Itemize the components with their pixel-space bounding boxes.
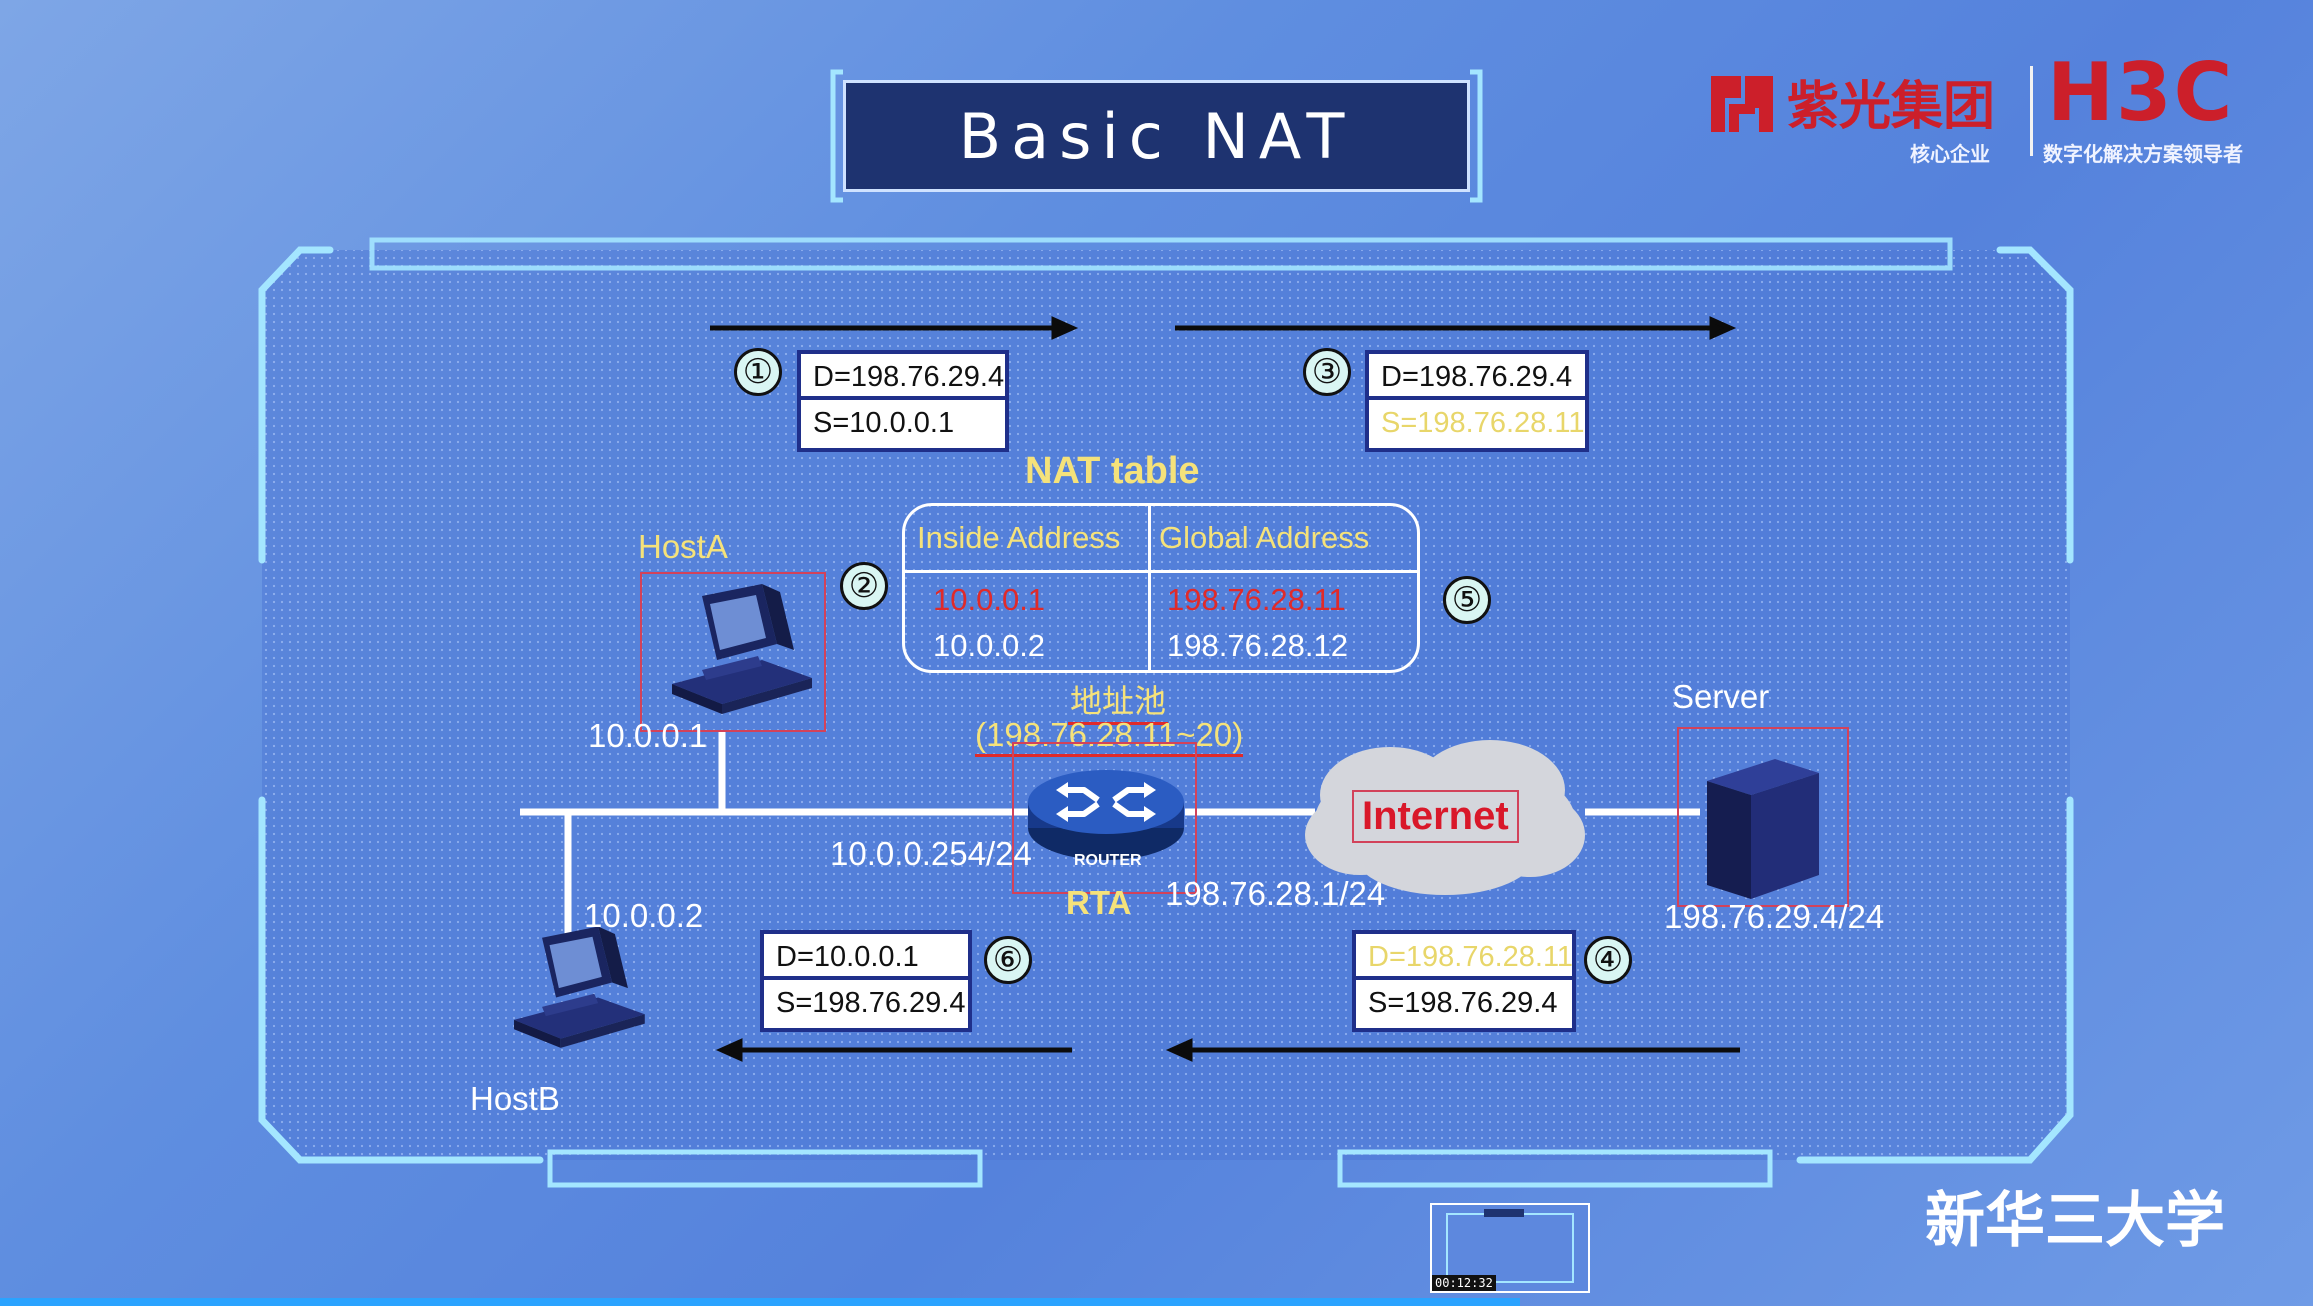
video-thumbnail[interactable]: 00:12:32 <box>1430 1203 1590 1293</box>
nat-table-header-divider <box>905 570 1417 573</box>
brand-sub-right: 数字化解决方案领导者 <box>2043 142 2243 166</box>
unis-logo-icon <box>1711 76 1773 132</box>
packet-step-3: D=198.76.29.4 S=198.76.28.11 <box>1365 350 1589 452</box>
thumbnail-frame-preview <box>1446 1213 1574 1283</box>
step-6-marker: ⑥ <box>984 936 1032 984</box>
router-badge: ROUTER <box>1074 852 1142 869</box>
packet-step-4: D=198.76.28.11 S=198.76.29.4 <box>1352 930 1576 1032</box>
internet-cloud-icon <box>1305 740 1585 895</box>
packet-dest: D=198.76.29.4 <box>801 354 1005 400</box>
router-label: RTA <box>1066 884 1132 921</box>
packet-dest: D=198.76.29.4 <box>1369 354 1585 400</box>
nat-row-2-inside: 10.0.0.2 <box>933 628 1046 663</box>
step-3-marker: ③ <box>1303 348 1351 396</box>
nat-row-1-global: 198.76.28.11 <box>1167 582 1346 617</box>
nat-row-2-global: 198.76.28.12 <box>1167 628 1349 663</box>
packet-dest: D=10.0.0.1 <box>764 934 968 980</box>
brand-logo: 紫光集团 H3C 核心企业 数字化解决方案领导者 <box>1705 46 2265 170</box>
packet-step-1: D=198.76.29.4 S=10.0.0.1 <box>797 350 1009 452</box>
nat-header-inside: Inside Address <box>917 520 1121 555</box>
server-ip: 198.76.29.4/24 <box>1664 898 1885 935</box>
nat-table-col-divider <box>1148 506 1151 670</box>
university-watermark: 新华三大学 <box>1925 1186 2225 1256</box>
step-4-marker: ④ <box>1584 936 1632 984</box>
server-icon <box>1707 759 1819 899</box>
page-title: Basic NAT <box>843 80 1470 192</box>
hostA-label: HostA <box>638 528 728 565</box>
step-5-marker: ⑤ <box>1443 576 1491 624</box>
packet-src: S=198.76.29.4 <box>1368 987 1558 1019</box>
step-1-marker: ① <box>734 348 782 396</box>
packet-dest: D=198.76.28.11 <box>1356 934 1573 980</box>
router-device: ROUTER <box>1012 742 1197 894</box>
nat-header-global: Global Address <box>1159 520 1370 555</box>
video-timestamp: 00:12:32 <box>1432 1275 1496 1291</box>
server-device <box>1677 727 1849 907</box>
thumbnail-title-preview <box>1484 1209 1524 1217</box>
hostA-ip: 10.0.0.1 <box>588 717 708 754</box>
step-2-marker: ② <box>840 562 888 610</box>
router-icon <box>1028 770 1184 860</box>
packet-src: S=10.0.0.1 <box>813 407 955 439</box>
brand-sub-left: 核心企业 <box>1910 142 1990 166</box>
packet-step-6: D=10.0.0.1 S=198.76.29.4 <box>760 930 972 1032</box>
nat-row-1-inside: 10.0.0.1 <box>933 582 1046 617</box>
hostB-computer-icon <box>514 926 645 1048</box>
internet-label: Internet <box>1352 790 1519 843</box>
brand-name-cn: 紫光集团 <box>1787 77 1996 137</box>
hostA-device <box>640 572 826 732</box>
nat-table: Inside Address Global Address 10.0.0.1 1… <box>902 503 1420 673</box>
server-label: Server <box>1672 678 1770 715</box>
hostB-label: HostB <box>470 1080 560 1117</box>
hostB-ip: 10.0.0.2 <box>584 897 704 934</box>
brand-name-en: H3C <box>2047 46 2235 139</box>
router-outside-ip: 198.76.28.1/24 <box>1165 875 1386 912</box>
nat-table-title: NAT table <box>1025 450 1200 492</box>
packet-src: S=198.76.29.4 <box>776 987 966 1019</box>
packet-src: S=198.76.28.11 <box>1381 407 1585 439</box>
computer-icon <box>672 584 812 714</box>
address-pool-range: (198.76.28.11~20) <box>975 716 1244 757</box>
logo-divider <box>2030 66 2033 156</box>
address-pool-label: 地址池 <box>1068 676 1169 725</box>
router-inside-ip: 10.0.0.254/24 <box>830 835 1032 872</box>
